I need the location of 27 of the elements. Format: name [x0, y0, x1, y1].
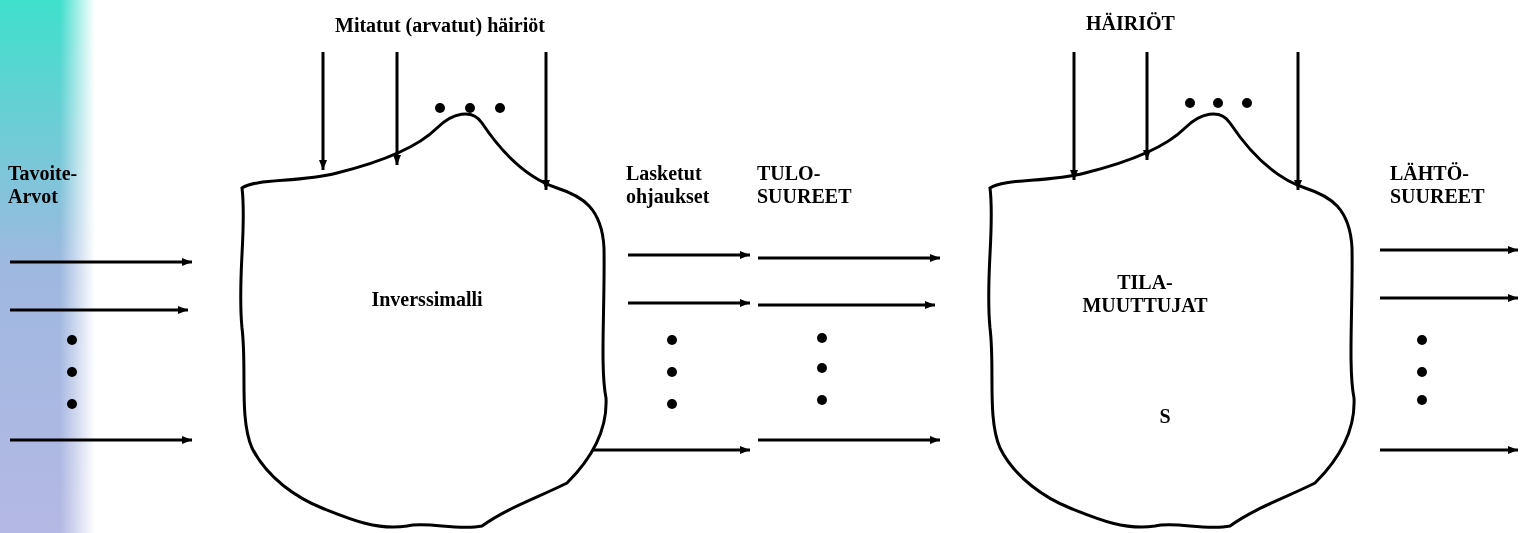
text-label: Lasketut ohjaukset: [626, 162, 711, 208]
arrow: [10, 258, 192, 266]
arrow: [758, 301, 935, 309]
arrow: [542, 52, 550, 190]
arrow: [10, 306, 188, 314]
arrow: [1143, 52, 1151, 160]
arrow: [1380, 246, 1518, 254]
arrow: [393, 52, 401, 165]
arrow: [758, 254, 940, 262]
arrow: [1070, 52, 1078, 180]
arrow: [592, 446, 750, 454]
arrow: [1380, 294, 1518, 302]
node-label: S: [1158, 405, 1172, 428]
arrow: [10, 436, 192, 444]
text-label: LÄHTÖ- SUUREET: [1390, 162, 1486, 208]
arrow: [1380, 446, 1518, 454]
text-label: Tavoite- Arvot: [8, 162, 79, 208]
arrow: [758, 436, 940, 444]
text-label: Mitatut (arvatut) häiriöt: [335, 14, 546, 37]
arrow: [628, 299, 750, 307]
node-label: TILA- MUUTTUJAT: [1081, 271, 1209, 317]
arrow: [1294, 52, 1302, 190]
text-label: HÄIRIÖT: [1086, 12, 1176, 35]
arrow: [628, 251, 750, 259]
text-label: TULO- SUUREET: [757, 162, 853, 208]
arrow: [319, 52, 327, 170]
node-label: Inverssimalli: [370, 288, 484, 311]
